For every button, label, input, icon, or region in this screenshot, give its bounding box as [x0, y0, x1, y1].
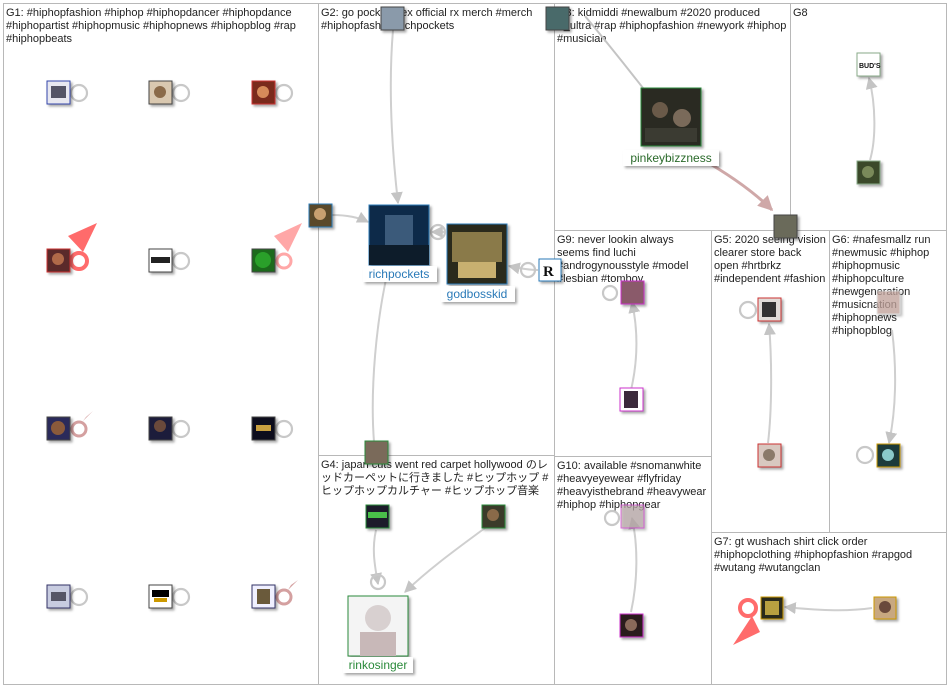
vertex-thumbnail[interactable] [873, 596, 897, 620]
vertex-thumbnail[interactable] [148, 248, 173, 273]
edge-g5 [763, 322, 776, 444]
vertex-thumbnail[interactable] [545, 6, 570, 31]
self-loop [603, 509, 621, 527]
edge-g10 [628, 516, 641, 613]
vertex-labels: richpockets godbosskid pinkeybizzness ri… [343, 150, 719, 673]
vertex-thumbnail[interactable] [757, 443, 782, 468]
self-loop [171, 251, 191, 271]
vertex-thumbnail[interactable] [251, 416, 276, 441]
vertex-thumbnail[interactable] [148, 80, 173, 105]
group-title-g8: G8 [793, 7, 808, 19]
vertex-thumbnail[interactable] [760, 596, 784, 620]
vertex-thumbnail[interactable] [856, 160, 881, 185]
edge-g7 [783, 602, 873, 615]
vertex-thumbnail[interactable] [380, 6, 405, 31]
highlight-marker [70, 411, 93, 438]
group-titles: G1: #hiphopfashion #hiphop #hiphopdancer… [6, 7, 930, 574]
vertex-thumbnail[interactable] [46, 416, 71, 441]
vertex-thumbnail[interactable] [308, 203, 333, 228]
edge-g2-top-to-richpockets [389, 29, 403, 205]
edges [331, 15, 898, 615]
vertex-thumbnail[interactable] [876, 290, 901, 315]
self-loop [429, 223, 447, 241]
vertex-rinkosinger[interactable] [347, 595, 409, 657]
vertex-thumbnail[interactable] [148, 584, 173, 609]
group-title-g10: G10: available #snomanwhite#heavyeyewear… [557, 460, 707, 511]
group-title-g6: G6: #nafesmallz run#newmusic #hiphop#hip… [832, 234, 930, 337]
vertex-thumbnail[interactable]: R [538, 258, 562, 282]
vertex-label-pinkeybizzness: pinkeybizzness [630, 151, 711, 165]
vertex-richpockets[interactable] [368, 204, 430, 266]
vertex-thumbnail[interactable] [46, 80, 71, 105]
vertex-thumbnail[interactable] [757, 297, 782, 322]
group-title-g1: G1: #hiphopfashion #hiphop #hiphopdancer… [6, 7, 296, 45]
edge-g1-to-richpockets [331, 211, 370, 223]
self-loop [601, 284, 619, 302]
vertex-thumbnail[interactable] [46, 248, 71, 273]
self-loop [171, 419, 191, 439]
self-loops [69, 83, 875, 607]
edge-g4b-to-rinkosinger [404, 527, 486, 593]
edge-g4a-to-rinkosinger [370, 529, 382, 586]
vertex-label-richpockets: richpockets [369, 267, 430, 281]
self-loop [738, 300, 758, 320]
self-loop [855, 445, 875, 465]
edge-g3-top-to-pinkeybizzness [584, 15, 644, 89]
vertex-thumbnail[interactable] [620, 504, 645, 529]
highlighted-loops [68, 223, 760, 645]
vertex-thumbnail[interactable] [251, 584, 276, 609]
highlight-marker [733, 598, 760, 645]
self-loop [519, 261, 537, 279]
vertex-thumbnail[interactable] [481, 504, 506, 529]
highlight-marker [275, 580, 298, 606]
highlight-marker [274, 223, 302, 270]
self-loop [69, 587, 89, 607]
vertex-thumbnail[interactable] [251, 80, 276, 105]
panel-g7 [711, 532, 947, 685]
group-title-g2: G2: go pockets tex official rx merch #me… [321, 7, 532, 32]
vertices: R BUD'S [46, 6, 901, 657]
self-loop [69, 83, 89, 103]
vertex-godbosskid[interactable] [446, 223, 508, 285]
vertex-thumbnail[interactable] [365, 504, 390, 529]
vertex-thumbnail[interactable] [619, 387, 644, 412]
vertex-thumbnail[interactable] [148, 416, 173, 441]
self-loop [171, 587, 191, 607]
vertex-thumbnail[interactable] [876, 443, 901, 468]
edge-g8 [865, 76, 878, 161]
edge-g9 [628, 300, 641, 391]
vertex-thumbnail[interactable] [620, 280, 645, 305]
self-loop [171, 83, 191, 103]
panel-g1 [3, 3, 319, 685]
svg-text:BUD'S: BUD'S [859, 63, 881, 70]
svg-text:R: R [543, 264, 554, 280]
vertex-thumbnail[interactable] [251, 248, 276, 273]
self-loop [369, 573, 387, 591]
panel-g8 [790, 3, 947, 231]
vertex-thumbnail[interactable] [46, 584, 71, 609]
vertex-thumbnail[interactable] [773, 214, 798, 239]
vertex-thumbnail[interactable] [619, 613, 644, 638]
vertex-label-rinkosinger: rinkosinger [349, 658, 408, 672]
vertex-pinkeybizzness[interactable] [640, 87, 702, 147]
edge-g6 [885, 329, 898, 445]
group-title-g4: G4: japan cuts went red carpet hollywood… [321, 459, 549, 497]
self-loop [274, 419, 294, 439]
vertex-thumbnail[interactable]: BUD'S [856, 52, 881, 77]
group-title-g7: G7: gt wushach shirt click order#hiphopc… [714, 536, 912, 574]
edge-richpockets-to-g4 [371, 265, 390, 443]
highlight-marker [68, 223, 97, 271]
vertex-label-godbosskid: godbosskid [447, 287, 508, 301]
self-loop [274, 83, 294, 103]
group-panels [3, 3, 947, 685]
panel-g2 [318, 3, 555, 456]
vertex-thumbnail[interactable] [364, 440, 389, 465]
